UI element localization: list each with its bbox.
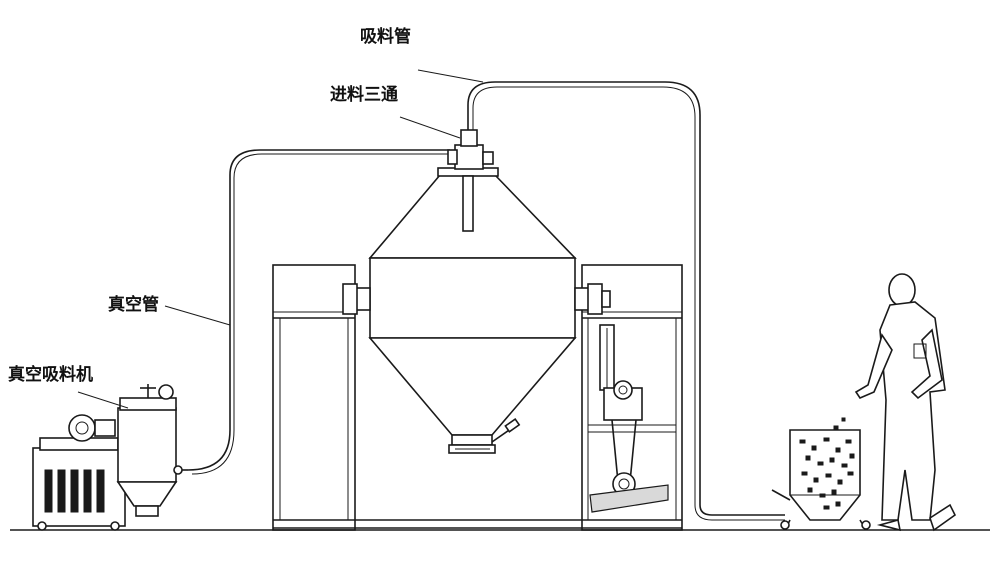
vacuum-pipe <box>187 149 450 471</box>
mixer-lower-cone <box>368 337 577 436</box>
suction-pipe <box>467 81 785 516</box>
drive-unit <box>589 324 669 513</box>
mixer-cylinder <box>369 257 576 339</box>
operator-head <box>888 273 916 307</box>
operator-body <box>879 301 946 521</box>
label-suction-pipe: 吸料管 <box>360 27 411 47</box>
mixer-frame-left <box>272 264 356 531</box>
feeder-motor <box>68 414 96 442</box>
feed-tee <box>454 144 484 170</box>
label-feed-tee: 进料三通 <box>330 85 398 105</box>
double-cone-mixer <box>342 129 611 454</box>
cabinet-vents <box>44 469 105 513</box>
material-bin <box>771 417 871 531</box>
vacuum-feeder-machine <box>32 384 188 531</box>
operator-figure <box>854 273 957 532</box>
drive-motor <box>603 387 643 421</box>
bin-material-particles <box>799 417 855 510</box>
feed-lance <box>462 175 474 232</box>
label-vacuum-feeder: 真空吸料机 <box>8 365 93 385</box>
feeder-tank <box>117 407 177 483</box>
label-vacuum-pipe: 真空管 <box>108 295 159 315</box>
